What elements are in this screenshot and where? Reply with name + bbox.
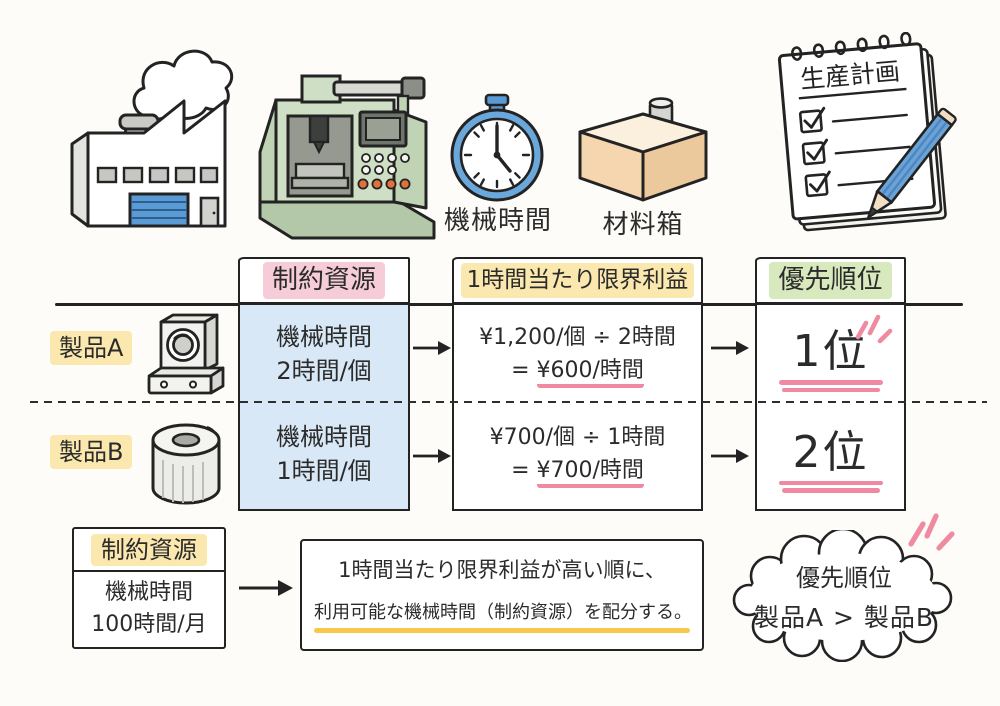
constraint-cell-b: 機械時間 1時間/個 (240, 402, 408, 506)
product-b-label: 製品B (50, 435, 133, 469)
constraint-a-line2: 2時間/個 (276, 356, 372, 385)
rank-cell-b: 2位 (757, 402, 904, 506)
calc-a-equals: = (511, 357, 530, 383)
material-box-label: 材料箱 (602, 210, 684, 240)
rank-a: 1位 (792, 326, 869, 377)
rule-box: 1時間当たり限界利益が高い順に、 利用可能な機械時間（制約資源）を配分する。 (300, 539, 704, 651)
rank-b-underline-2 (781, 488, 880, 493)
header-priority: 優先順位 (755, 257, 906, 304)
rank-a-underline-1 (778, 380, 883, 385)
rank-b: 2位 (792, 426, 869, 478)
constraint-summary-body: 機械時間 100時間/月 (74, 572, 224, 641)
rank-b-underline-1 (778, 480, 883, 485)
product-a-label-wrap: 製品A (50, 331, 133, 365)
calc-a-line2: = ¥600/時間 (511, 354, 644, 388)
sparkle-icon (855, 314, 893, 344)
constraint-summary-box: 制約資源 機械時間 100時間/月 (72, 527, 226, 649)
header-profit-label: 1時間当たり限界利益 (460, 263, 695, 298)
constraint-summary-line1: 機械時間 (104, 580, 193, 605)
constraint-b-line1: 機械時間 (276, 423, 372, 451)
rule-line2: 利用可能な機械時間（制約資源）を配分する。 (314, 602, 692, 623)
header-constraint: 制約資源 (238, 257, 410, 304)
cloud-line2: 製品A > 製品B (753, 603, 935, 632)
constraint-summary-header: 制約資源 (74, 529, 224, 572)
calc-cell-b: ¥700/個 ÷ 1時間 = ¥700/時間 (454, 402, 701, 506)
rule-line1: 1時間当たり限界利益が高い順に、 (338, 558, 666, 582)
calc-a-value: ¥600/時間 (536, 357, 644, 388)
header-constraint-label: 制約資源 (262, 262, 385, 299)
cloud-bubble (732, 527, 953, 663)
factory-icon (70, 49, 234, 228)
cloud-line1: 優先順位 (796, 564, 892, 592)
arrow-right-icon (413, 341, 451, 355)
table-top-rule (55, 303, 963, 306)
header-priority-label: 優先順位 (769, 262, 892, 299)
arrow-right-icon (711, 449, 749, 463)
column-constraint: 機械時間 2時間/個 機械時間 1時間/個 (238, 305, 410, 511)
arrow-right-icon (711, 341, 749, 355)
calc-cell-a: ¥1,200/個 ÷ 2時間 = ¥600/時間 (454, 305, 701, 402)
stopwatch-label: 機械時間 (443, 206, 552, 236)
product-b-label-wrap: 製品B (50, 435, 133, 469)
calc-b-line2: = ¥700/時間 (511, 454, 644, 488)
calc-b-equals: = (511, 458, 530, 483)
pencil-icon (866, 107, 957, 220)
rank-a-underline-2 (781, 387, 880, 392)
calc-b-value: ¥700/時間 (536, 458, 644, 488)
product-b-icon (151, 423, 221, 505)
constraint-cell-a: 機械時間 2時間/個 (240, 305, 408, 402)
constraint-summary-title: 制約資源 (91, 533, 207, 566)
sparkle-icon (908, 513, 955, 551)
column-profit: ¥1,200/個 ÷ 2時間 = ¥600/時間 ¥700/個 ÷ 1時間 = … (452, 305, 703, 511)
header-profit: 1時間当たり限界利益 (452, 257, 703, 304)
table-row-divider (30, 401, 987, 404)
column-priority: 1位 2位 (755, 305, 906, 511)
arrow-right-icon (239, 580, 293, 596)
notepad-icon: 生産計画 (777, 32, 957, 232)
constraint-b-line2: 1時間/個 (276, 457, 372, 485)
stopwatch-icon (450, 93, 544, 202)
rank-cell-a: 1位 (757, 305, 904, 402)
calc-b-line1: ¥700/個 ÷ 1時間 (489, 425, 666, 450)
product-a-label: 製品A (50, 331, 133, 365)
material-box-icon (578, 97, 708, 202)
constraint-a-line1: 機械時間 (276, 322, 372, 351)
product-a-icon (147, 313, 225, 395)
arrow-right-icon (413, 449, 451, 463)
milling-machine-icon (258, 74, 436, 240)
constraint-summary-line2: 100時間/月 (91, 612, 207, 637)
calc-a-line1: ¥1,200/個 ÷ 2時間 (479, 324, 676, 350)
priority-cloud: 優先順位 製品A > 製品B (730, 527, 958, 663)
rule-underline (314, 628, 690, 633)
